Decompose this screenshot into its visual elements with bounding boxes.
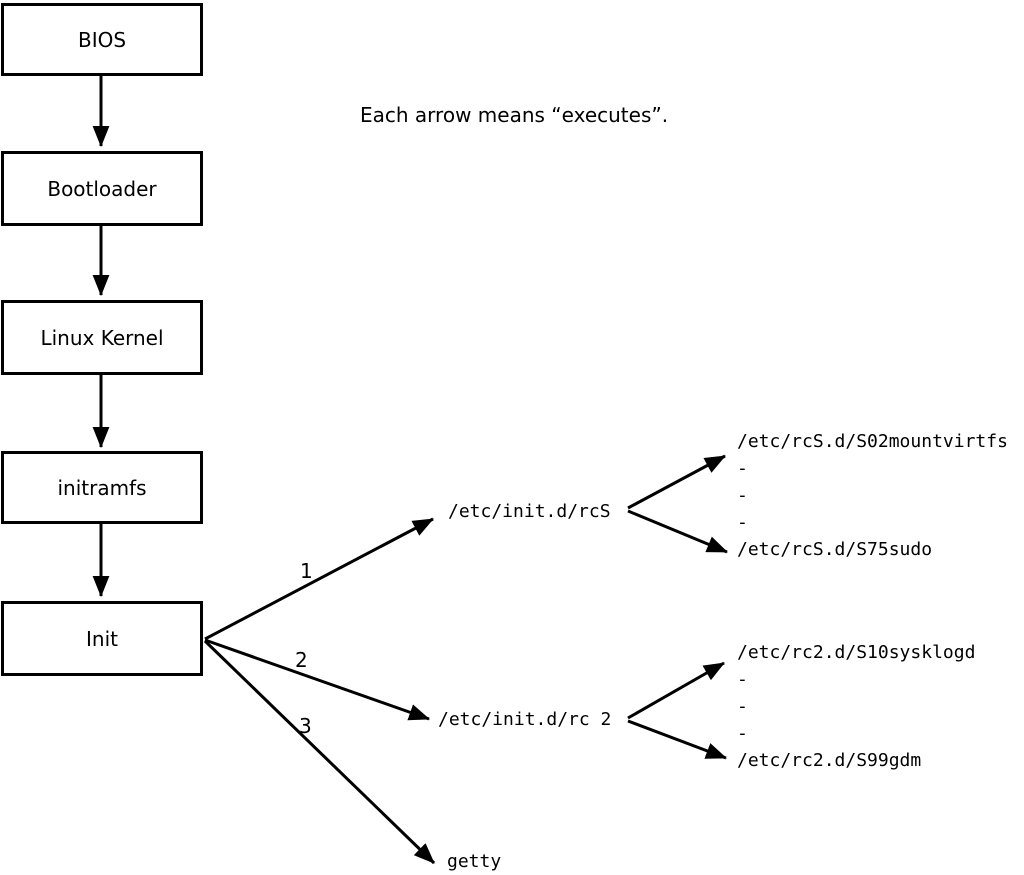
arrow-order-label-3: 3 [299,714,312,738]
rcs-child-ellipsis-dash: - [737,485,748,506]
legend-note: Each arrow means “executes”. [360,103,669,127]
rc2-child-ellipsis-dash: - [737,669,748,690]
node-initramfs: initramfs [1,451,203,524]
node-rc2-child-s10sysklogd: /etc/rc2.d/S10sysklogd [737,642,976,663]
arrow-init-to-getty [203,639,436,865]
node-getty: getty [447,851,502,872]
node-initramfs-label: initramfs [57,475,147,500]
node-bootloader-label: Bootloader [47,176,157,201]
node-etc-initd-rc2: /etc/init.d/rc 2 [438,709,612,730]
node-linux-kernel: Linux Kernel [1,300,203,375]
node-rcs-child-s02mountvirtfs: /etc/rcS.d/S02mountvirtfs [737,431,1008,452]
rc2-child-ellipsis-dash: - [737,723,748,744]
rcs-child-ellipsis-dash: - [737,512,748,533]
node-rcs-child-s75sudo: /etc/rcS.d/S75sudo [737,539,933,560]
arrow-init-to-rc2 [204,638,430,721]
rc2-child-ellipsis-dash: - [737,696,748,717]
node-rc2-child-s99gdm: /etc/rc2.d/S99gdm [737,750,922,771]
rcs-child-ellipsis-dash: - [737,458,748,479]
node-init: Init [1,601,203,676]
node-etc-initd-rcs: /etc/init.d/rcS [448,501,611,522]
arrow-rc2-to-s99gdm [627,719,727,760]
arrow-order-label-1: 1 [300,559,313,583]
node-linux-kernel-label: Linux Kernel [40,325,164,350]
node-bootloader: Bootloader [1,151,203,226]
arrow-order-label-2: 2 [295,648,308,672]
node-init-label: Init [86,626,118,651]
arrow-init-to-rcs [204,517,434,641]
node-bios: BIOS [1,3,203,76]
arrow-rcs-to-s75sudo [627,509,728,554]
node-bios-label: BIOS [77,27,127,52]
arrow-rc2-to-s10sysklogd [627,661,725,720]
arrow-rcs-to-s02mountvirtfs [627,454,726,510]
